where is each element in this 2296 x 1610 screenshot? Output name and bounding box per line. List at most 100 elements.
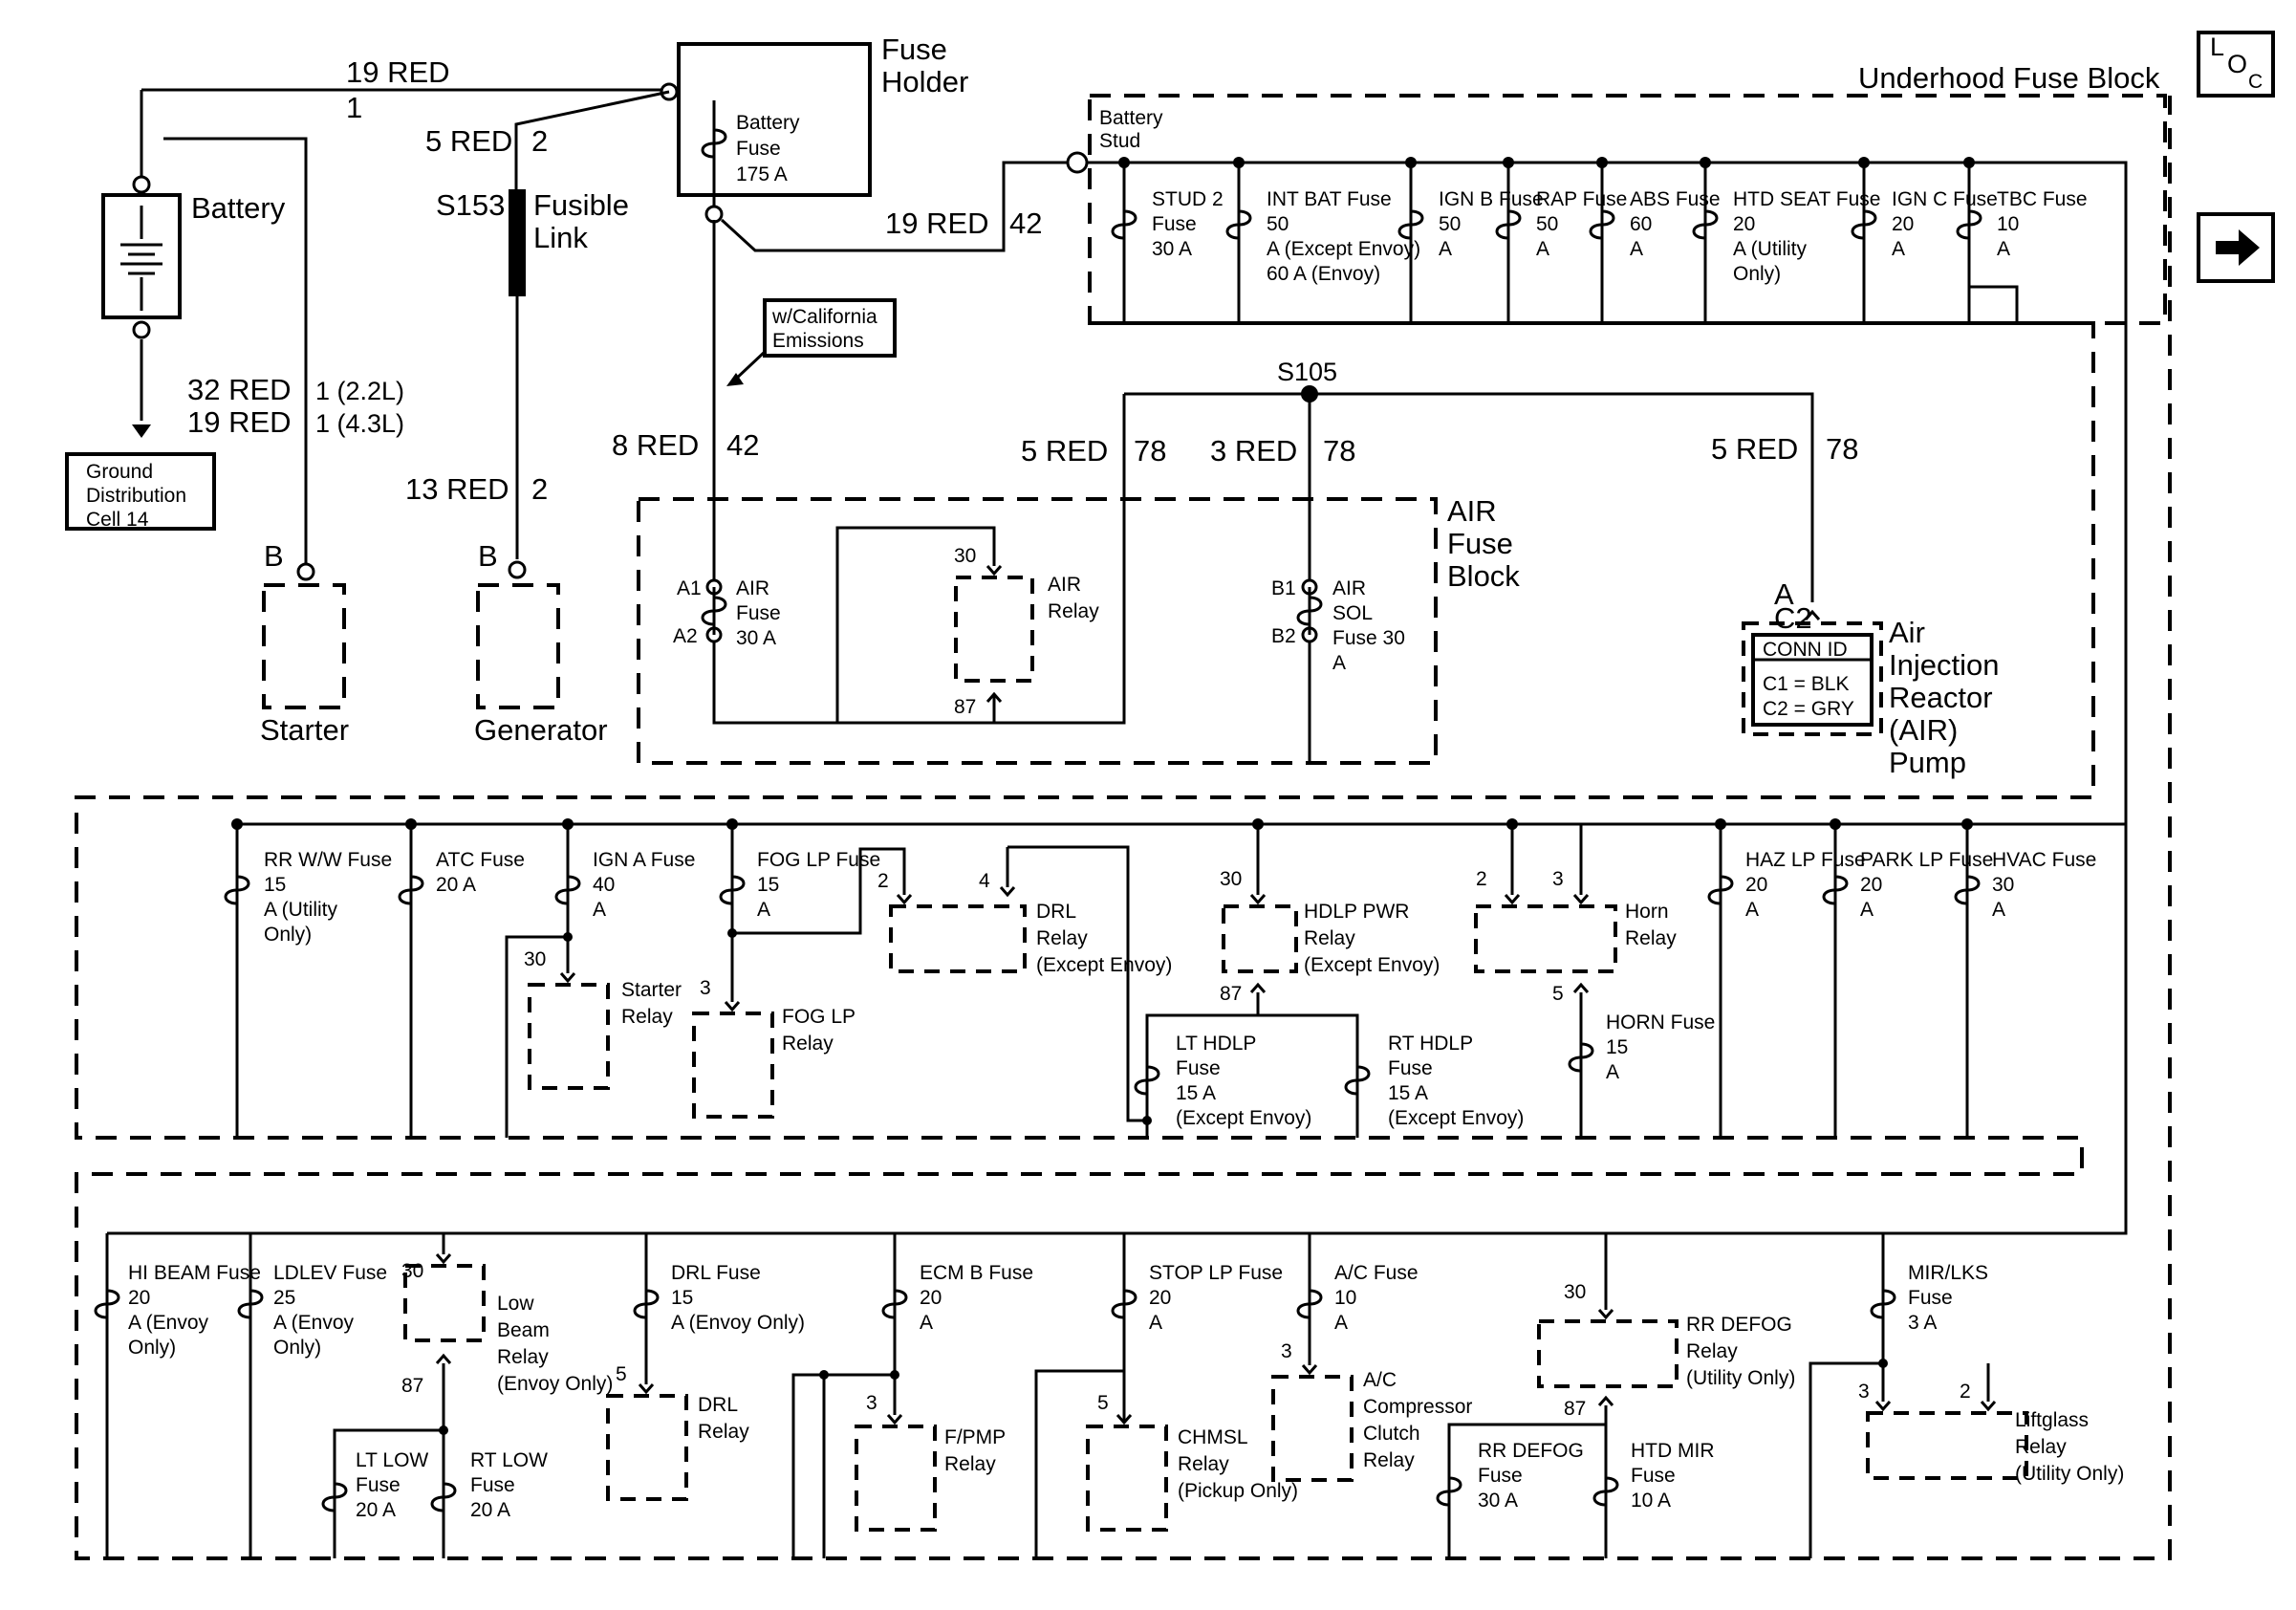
svg-text:O: O: [2227, 50, 2247, 78]
wire-8-red: 8 RED: [612, 428, 699, 462]
starter-pin: B: [264, 539, 284, 573]
fuse-symbol: [1954, 862, 1981, 918]
fuse-symbol: [701, 107, 727, 180]
a2-label: A2: [673, 625, 698, 647]
fpmp-relay-3: 3: [866, 1392, 877, 1414]
wire-32-red: 32 RED: [187, 373, 292, 406]
starter: B Starter: [260, 539, 349, 747]
right-icons: LOC: [2197, 31, 2275, 283]
fuse-symbol: [1111, 1275, 1137, 1333]
fuse-symbol: [1956, 191, 1982, 258]
s153-label: S153: [436, 188, 505, 222]
fuse-symbol: [224, 862, 250, 918]
fuse-symbol: [1397, 191, 1424, 258]
circuit-2: 2: [531, 124, 548, 158]
fuse-symbol: [1822, 862, 1849, 918]
conn-id-label: CONN ID: [1763, 639, 1848, 661]
ac-relay-3: 3: [1281, 1340, 1292, 1362]
wire-19-red-42: 19 RED: [885, 207, 989, 240]
air-relay-87: 87: [954, 696, 976, 718]
fuse-symbol: [1134, 1052, 1160, 1109]
hdlp-relay-30: 30: [1220, 868, 1242, 890]
horn-relay-3: 3: [1552, 868, 1564, 890]
conn-c2-label: C2 = GRY: [1763, 698, 1854, 720]
rrdefog-relay-87: 87: [1564, 1398, 1586, 1420]
fuse-symbol: [554, 862, 581, 918]
circuit-8-42: 42: [726, 428, 759, 462]
drl-relay-5: 5: [616, 1363, 627, 1385]
fuse-symbol: [1225, 191, 1252, 258]
starter-relay-30: 30: [524, 948, 546, 970]
fuse-symbol: [1568, 1029, 1594, 1086]
fuse-symbol: [237, 1275, 264, 1333]
fuse-block-outline: [75, 96, 2172, 1560]
wire-3-red: 3 RED: [1210, 434, 1297, 468]
wire-13-red: 13 RED: [405, 472, 509, 506]
wire-19-red: 19 RED: [346, 55, 450, 89]
liftglass-2: 2: [1960, 1381, 1971, 1403]
arrow-right-icon[interactable]: [2197, 212, 2275, 283]
liftglass-3: 3: [1858, 1381, 1870, 1403]
s105-label: S105: [1277, 358, 1337, 386]
starter-label: Starter: [260, 713, 349, 747]
fuse-symbol: [94, 1275, 120, 1333]
svg-text:L: L: [2210, 33, 2224, 61]
fuse-symbol: [633, 1275, 660, 1333]
circuit-5b-78: 78: [1826, 432, 1858, 466]
hdlp-relay-87: 87: [1220, 983, 1242, 1005]
wire-5-red-a: 5 RED: [1021, 434, 1108, 468]
circuit-43l: 1 (4.3L): [315, 409, 404, 438]
fuse-symbol: [1436, 1463, 1462, 1520]
fuse-symbol: [1344, 1052, 1371, 1109]
b1-label: B1: [1271, 577, 1296, 599]
generator-pin: B: [478, 539, 498, 573]
circuit-1: 1: [346, 91, 362, 124]
location-icon[interactable]: LOC: [2197, 31, 2275, 98]
low-beam-87: 87: [401, 1375, 423, 1397]
fuse-symbol: [1111, 191, 1137, 258]
fuse-symbol: [1495, 191, 1522, 258]
fuse-symbol: [1589, 191, 1615, 258]
wire-5-red-b: 5 RED: [1711, 432, 1798, 466]
